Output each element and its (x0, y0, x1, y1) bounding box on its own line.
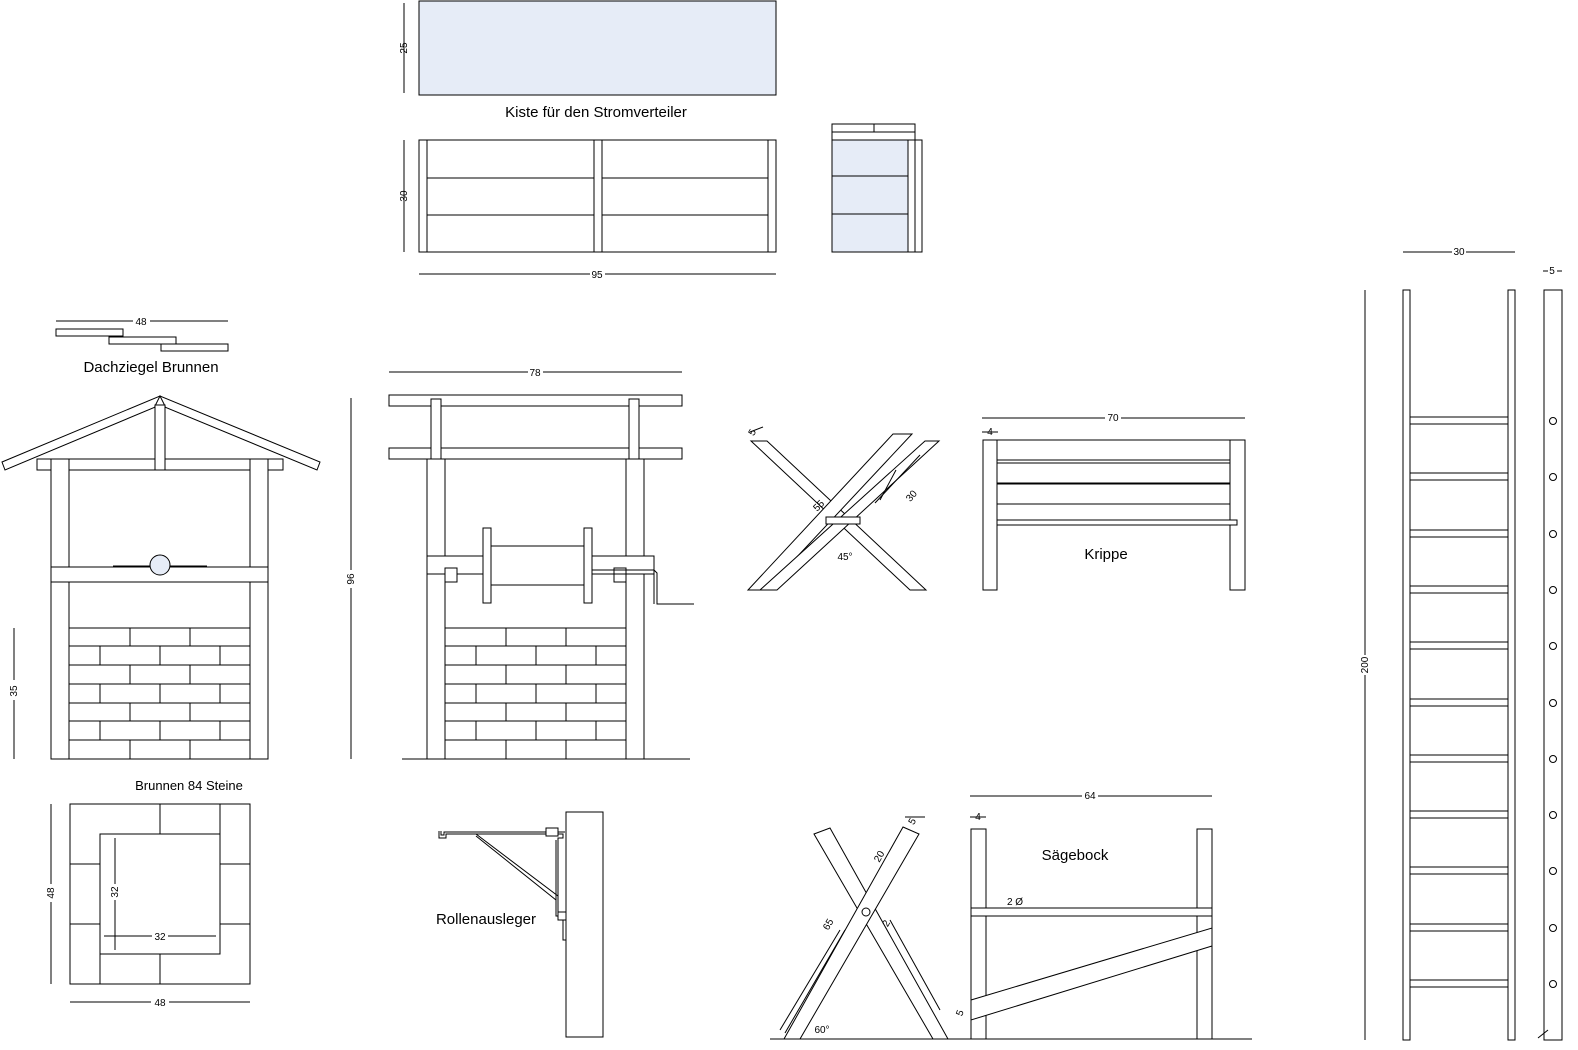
brunnen-steine-label: Brunnen 84 Steine (135, 778, 243, 793)
saegebock-dim-4: 4 (975, 812, 981, 823)
kiste-label: Kiste für den Stromverteiler (505, 104, 687, 121)
leiter-bohrung (1549, 473, 1557, 481)
saegebock-front: 64 4 2 Ø 5 Sägebock (955, 791, 1213, 1040)
xbock-dim-30: 30 (904, 488, 920, 504)
leiter-sprosse (1409, 979, 1509, 988)
leiter-bohrung (1549, 924, 1557, 932)
leiter-sprossen (1409, 416, 1509, 988)
leiter: 30 5 200 (1360, 247, 1563, 1041)
brunnen-vorderansicht: 78 (346, 368, 694, 760)
saegebock-dim-20: 20 (872, 849, 887, 865)
leiter-bohrung (1549, 530, 1557, 538)
kiste-post-mid (593, 139, 603, 253)
saegebock-label: Sägebock (1042, 847, 1109, 864)
brunnen-dim-48-v: 48 (46, 887, 57, 899)
brunnen-dim-35: 35 (9, 685, 20, 697)
leiter-dim-30: 30 (1453, 247, 1465, 258)
rollenausleger: Rollenausleger (436, 811, 604, 1038)
dachziegel-label: Dachziegel Brunnen (83, 359, 218, 376)
rollenausleger-label: Rollenausleger (436, 911, 536, 928)
leiter-bohrung (1549, 755, 1557, 763)
brunnen-dim-32-v: 32 (110, 886, 121, 898)
kiste-stromverteiler: 25 Kiste für den Stromverteiler 30 95 (399, 0, 923, 281)
saegebock-dim-2o: 2 Ø (1007, 897, 1023, 908)
leiter-sprosse (1409, 472, 1509, 481)
saegebock-seite: 5 20 65 2 60° (770, 816, 1252, 1040)
leiter-sprosse (1409, 810, 1509, 819)
saegebock-dim-5-top: 5 (907, 816, 920, 827)
kiste-dim-30: 30 (399, 190, 410, 202)
brunnen-dim-78: 78 (529, 368, 541, 379)
brunnen-dim-32-h: 32 (154, 932, 166, 943)
brunnen-bricks-left (68, 627, 251, 760)
krippe: 70 4 Krippe (982, 413, 1246, 591)
x-bock: 5 55 30 45° (747, 426, 941, 591)
kiste-dim-25: 25 (399, 42, 410, 54)
leiter-bohrung (1549, 867, 1557, 875)
leiter-sprosse (1409, 754, 1509, 763)
leiter-bohrung (1549, 586, 1557, 594)
leiter-bohrung (1549, 980, 1557, 988)
leiter-bohrung (1549, 642, 1557, 650)
saegebock-dim-2: 2 (881, 918, 894, 929)
kiste-dim-95: 95 (591, 270, 603, 281)
dachziegel-dim-48: 48 (135, 317, 147, 328)
leiter-bohrungen (1549, 417, 1557, 988)
leiter-sprosse (1409, 585, 1509, 594)
brunnen-dim-48-h: 48 (154, 998, 166, 1009)
leiter-sprosse (1409, 641, 1509, 650)
brunnen-bricks-front (444, 627, 627, 760)
krippe-label: Krippe (1084, 546, 1127, 563)
kiste-side (831, 139, 909, 253)
xbock-dim-5: 5 (747, 427, 760, 438)
kiste-top-panel (418, 0, 777, 96)
leiter-sprosse (1409, 416, 1509, 425)
brunnen-grundriss: Brunnen 84 Steine 32 32 48 48 (46, 778, 251, 1009)
kiste-post-right (767, 139, 777, 253)
leiter-sprosse (1409, 866, 1509, 875)
dachziegel-brunnen: 48 Dachziegel Brunnen (55, 317, 229, 376)
saegebock-dim-65: 65 (821, 917, 836, 933)
krippe-dim-70: 70 (1107, 413, 1119, 424)
xbock-dim-45: 45° (837, 552, 852, 563)
saegebock-dim-64: 64 (1084, 791, 1096, 802)
leiter-sprosse (1409, 529, 1509, 538)
kiste-post-left (418, 139, 428, 253)
leiter-sprosse (1409, 923, 1509, 932)
saegebock-dim-5-brace: 5 (955, 1008, 967, 1017)
leiter-sprosse (1409, 698, 1509, 707)
leiter-bohrung (1549, 811, 1557, 819)
krippe-dim-4: 4 (987, 427, 993, 438)
leiter-dim-5: 5 (1549, 266, 1555, 277)
brunnen-seitenansicht: 35 (1, 394, 321, 760)
leiter-bohrung (1549, 699, 1557, 707)
brunnen-dim-96: 96 (346, 573, 357, 585)
leiter-dim-200: 200 (1360, 656, 1371, 673)
saegebock-dim-60: 60° (814, 1025, 829, 1036)
leiter-bohrung (1549, 417, 1557, 425)
